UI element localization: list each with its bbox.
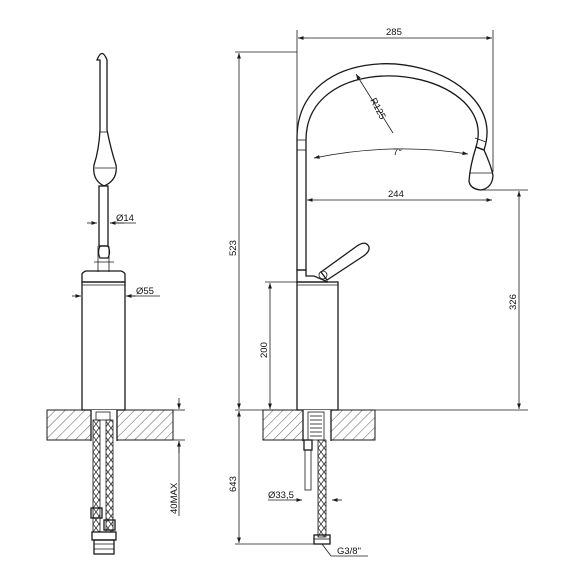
- body-cylinder-front: [296, 281, 339, 411]
- angle-label: 7°: [393, 147, 402, 158]
- handle-lever: [93, 52, 117, 187]
- height-body-label: 200: [259, 342, 270, 358]
- height-overall-label: 523: [228, 240, 239, 256]
- reach-overall-label: 285: [386, 27, 402, 38]
- hose-length-label: 643: [228, 476, 239, 492]
- braided-hose-left: [92, 419, 101, 533]
- braided-hose-right: [105, 419, 114, 533]
- thread-label: G3/8": [337, 546, 361, 557]
- side-view: Ø14 Ø55 40MAX: [46, 52, 185, 555]
- dia-hole-label: Ø33,5: [268, 490, 294, 501]
- max-deck-label: 40MAX: [169, 482, 180, 514]
- height-spout-label: 326: [508, 294, 519, 310]
- dia-spout-label: Ø14: [116, 213, 134, 224]
- braided-hose-front: [317, 439, 327, 538]
- spout-head: [468, 146, 494, 191]
- front-view: 285 R125 7° 244 523 326 200: [228, 27, 528, 557]
- reach-spout-label: 244: [388, 189, 404, 200]
- dia-body-label: Ø55: [136, 286, 154, 297]
- spout-gooseneck: [296, 63, 488, 271]
- radius-label: R125: [367, 96, 387, 121]
- body-cylinder: [81, 281, 126, 411]
- spout-stem: [98, 185, 109, 247]
- handle-lever-front: [320, 242, 370, 281]
